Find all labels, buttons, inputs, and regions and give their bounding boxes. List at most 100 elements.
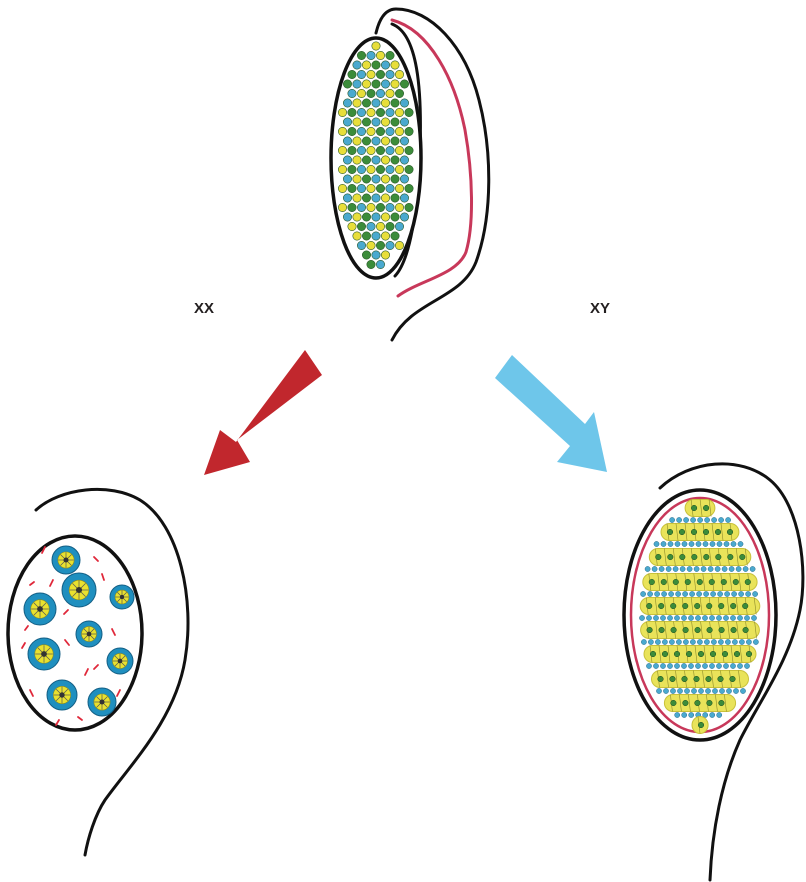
cell-dot [395,203,403,211]
interstitial-cell [690,591,695,596]
germ-cell [670,603,676,609]
germ-cell [703,529,709,535]
cell-dot [381,99,389,107]
interstitial-cell [689,712,694,717]
cell-dot [400,99,408,107]
interstitial-cell [719,517,724,522]
interstitial-cell [641,639,646,644]
interstitial-cell [676,591,681,596]
cell-dot [367,165,375,173]
cell-dot [343,80,351,88]
cell-dot [395,146,403,154]
cell-dot [381,118,389,126]
germ-cell [685,579,691,585]
germ-cell [656,554,662,560]
interstitial-cell [737,663,742,668]
germ-cell [695,627,701,633]
cell-dot [362,232,370,240]
interstitial-cell [715,566,720,571]
cell-dot [353,118,361,126]
cell-dot [348,146,356,154]
germ-cell [682,676,688,682]
interstitial-cell [705,517,710,522]
germ-cell [694,603,700,609]
interstitial-cell [648,639,653,644]
cell-dot [386,222,394,230]
interstitial-cell [646,615,651,620]
cell-dot [343,99,351,107]
germ-cell [718,676,724,682]
interstitial-cell [736,566,741,571]
interstitial-cell [688,663,693,668]
cell-dot [400,118,408,126]
cell-dot [367,51,375,59]
cell-dot [353,156,361,164]
follicle [28,638,60,670]
germ-cell [658,676,664,682]
cell-dot [391,137,399,145]
interstitial-cell [655,591,660,596]
germ-cell [698,651,704,657]
germ-cell [697,579,703,585]
interstitial-cell [738,541,743,546]
germ-cell [683,627,689,633]
follicle [107,648,133,674]
germ-cell [721,579,727,585]
interstitial-cell [746,591,751,596]
germ-cell [695,700,701,706]
cell-dot [376,108,384,116]
cell-dot [372,156,380,164]
interstitial-cell [718,639,723,644]
cell-dot [343,118,351,126]
cell-dot [381,194,389,202]
cell-dot [400,175,408,183]
cell-dot [400,194,408,202]
follicle [88,688,116,716]
cell-dot [362,194,370,202]
cell-dot [343,213,351,221]
interstitial-cell [717,541,722,546]
cell-dot [338,108,346,116]
cell-dot [395,165,403,173]
cell-dot [353,137,361,145]
cell-dot [348,108,356,116]
cell-dot [367,184,375,192]
germ-cell [716,554,722,560]
interstitial-cell [660,663,665,668]
cell-dot [395,241,403,249]
cell-dot [391,213,399,221]
interstitial-cell [670,517,675,522]
interstitial-cell [680,566,685,571]
germ-cell [745,579,751,585]
interstitial-cell [711,639,716,644]
cell-dot [386,165,394,173]
interstitial-cell [732,591,737,596]
seminiferous-cord [639,598,759,621]
cell-dot [357,184,365,192]
interstitial-cell [712,688,717,693]
germ-cell [715,529,721,535]
germ-cell [679,529,685,535]
interstitial-cell [704,591,709,596]
germ-cell [734,651,740,657]
cell-dot [391,118,399,126]
cell-dot [376,184,384,192]
germ-cell [709,579,715,585]
germ-cell [647,627,653,633]
germ-cell [742,603,748,609]
cell-dot [362,175,370,183]
interstitial-cell [673,566,678,571]
interstitial-cell [653,663,658,668]
cell-dot [367,260,375,268]
cell-dot [386,203,394,211]
interstitial-cell [690,639,695,644]
cell-dot [372,99,380,107]
cell-dot [386,89,394,97]
cell-dot [405,184,413,192]
germ-cell [740,554,746,560]
interstitial-cell [712,517,717,522]
cell-dot [381,232,389,240]
cell-dot [357,203,365,211]
interstitial-cell [718,591,723,596]
cell-dot [386,184,394,192]
